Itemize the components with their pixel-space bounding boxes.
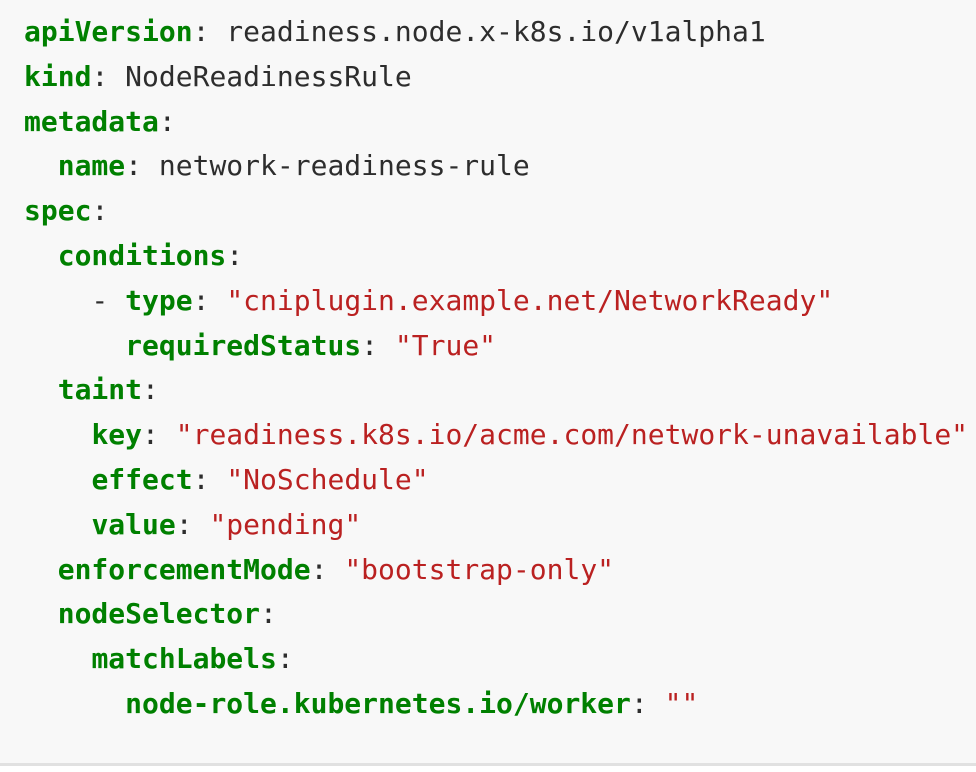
yaml-key-token: apiVersion [24, 15, 193, 48]
code-line: name: network-readiness-rule [24, 144, 952, 189]
code-line: enforcementMode: "bootstrap-only" [24, 548, 952, 593]
yaml-string-token: "NoSchedule" [226, 462, 429, 496]
code-line: metadata: [24, 100, 952, 145]
yaml-key-token: key [91, 418, 143, 452]
yaml-key-token: kind [24, 59, 92, 93]
yaml-plain-token: : [361, 328, 395, 362]
code-line: conditions: [24, 234, 952, 279]
yaml-plain-token: : [260, 597, 277, 631]
yaml-key-token: matchLabels [91, 642, 277, 676]
yaml-string-token: "" [664, 686, 699, 720]
yaml-key-token: effect [91, 462, 193, 496]
yaml-plain-token: : network-readiness-rule [125, 149, 530, 183]
yaml-key-token: spec [24, 194, 92, 228]
code-line: - type: "cniplugin.example.net/NetworkRe… [24, 279, 952, 324]
yaml-plain-token: : [175, 507, 210, 541]
yaml-plain-token: : [91, 194, 109, 228]
yaml-plain-token [24, 239, 58, 272]
code-line: taint: [24, 368, 952, 413]
code-line: node-role.kubernetes.io/worker: "" [24, 682, 952, 727]
yaml-key-token: metadata [24, 104, 159, 138]
yaml-plain-token [24, 329, 125, 362]
yaml-string-token: "readiness.k8s.io/acme.com/network-unava… [175, 418, 969, 452]
yaml-plain-token: : [158, 104, 176, 138]
yaml-plain-token [24, 597, 58, 630]
yaml-key-token: taint [57, 373, 143, 407]
yaml-key-token: requiredStatus [125, 328, 362, 362]
yaml-plain-token [24, 553, 58, 586]
yaml-key-token: conditions [57, 238, 227, 272]
yaml-key-token: enforcementMode [57, 552, 311, 586]
yaml-plain-token [24, 687, 125, 720]
yaml-string-token: "True" [394, 328, 497, 362]
yaml-plain-token [24, 642, 91, 675]
yaml-plain-token: : [192, 462, 227, 496]
yaml-plain-token [24, 418, 91, 451]
code-line: apiVersion: readiness.node.x-k8s.io/v1al… [24, 10, 952, 55]
yaml-string-token: "cniplugin.example.net/NetworkReady" [226, 283, 834, 317]
yaml-plain-token: : [630, 686, 665, 720]
yaml-key-token: value [91, 507, 176, 541]
yaml-plain-token [24, 149, 58, 182]
code-line: key: "readiness.k8s.io/acme.com/network-… [24, 413, 968, 458]
yaml-plain-token: : [142, 373, 159, 407]
yaml-key-token: node-role.kubernetes.io/worker [125, 686, 631, 720]
yaml-key-token: name [57, 149, 126, 183]
code-line: effect: "NoSchedule" [24, 458, 952, 503]
yaml-plain-token: : [310, 552, 345, 586]
yaml-string-token: "pending" [209, 507, 362, 541]
yaml-plain-token: : NodeReadinessRule [91, 59, 412, 93]
yaml-key-token: type [125, 283, 193, 317]
code-line: nodeSelector: [24, 592, 952, 637]
yaml-string-token: "bootstrap-only" [344, 552, 615, 586]
yaml-plain-token [24, 373, 58, 406]
code-line: matchLabels: [24, 637, 952, 682]
code-line: kind: NodeReadinessRule [24, 55, 952, 100]
code-line: requiredStatus: "True" [24, 324, 952, 369]
yaml-plain-token: : [192, 283, 227, 317]
yaml-plain-token [24, 463, 91, 496]
code-line: spec: [24, 189, 952, 234]
yaml-plain-token [24, 508, 91, 541]
yaml-plain-token: : [276, 642, 294, 676]
yaml-plain-token: : [142, 418, 176, 452]
yaml-key-token: nodeSelector [57, 597, 261, 631]
yaml-plain-token: : [226, 238, 244, 272]
yaml-plain-token: - [24, 283, 126, 317]
yaml-plain-token: : readiness.node.x-k8s.io/v1alpha1 [192, 15, 766, 48]
code-line: value: "pending" [24, 503, 952, 548]
